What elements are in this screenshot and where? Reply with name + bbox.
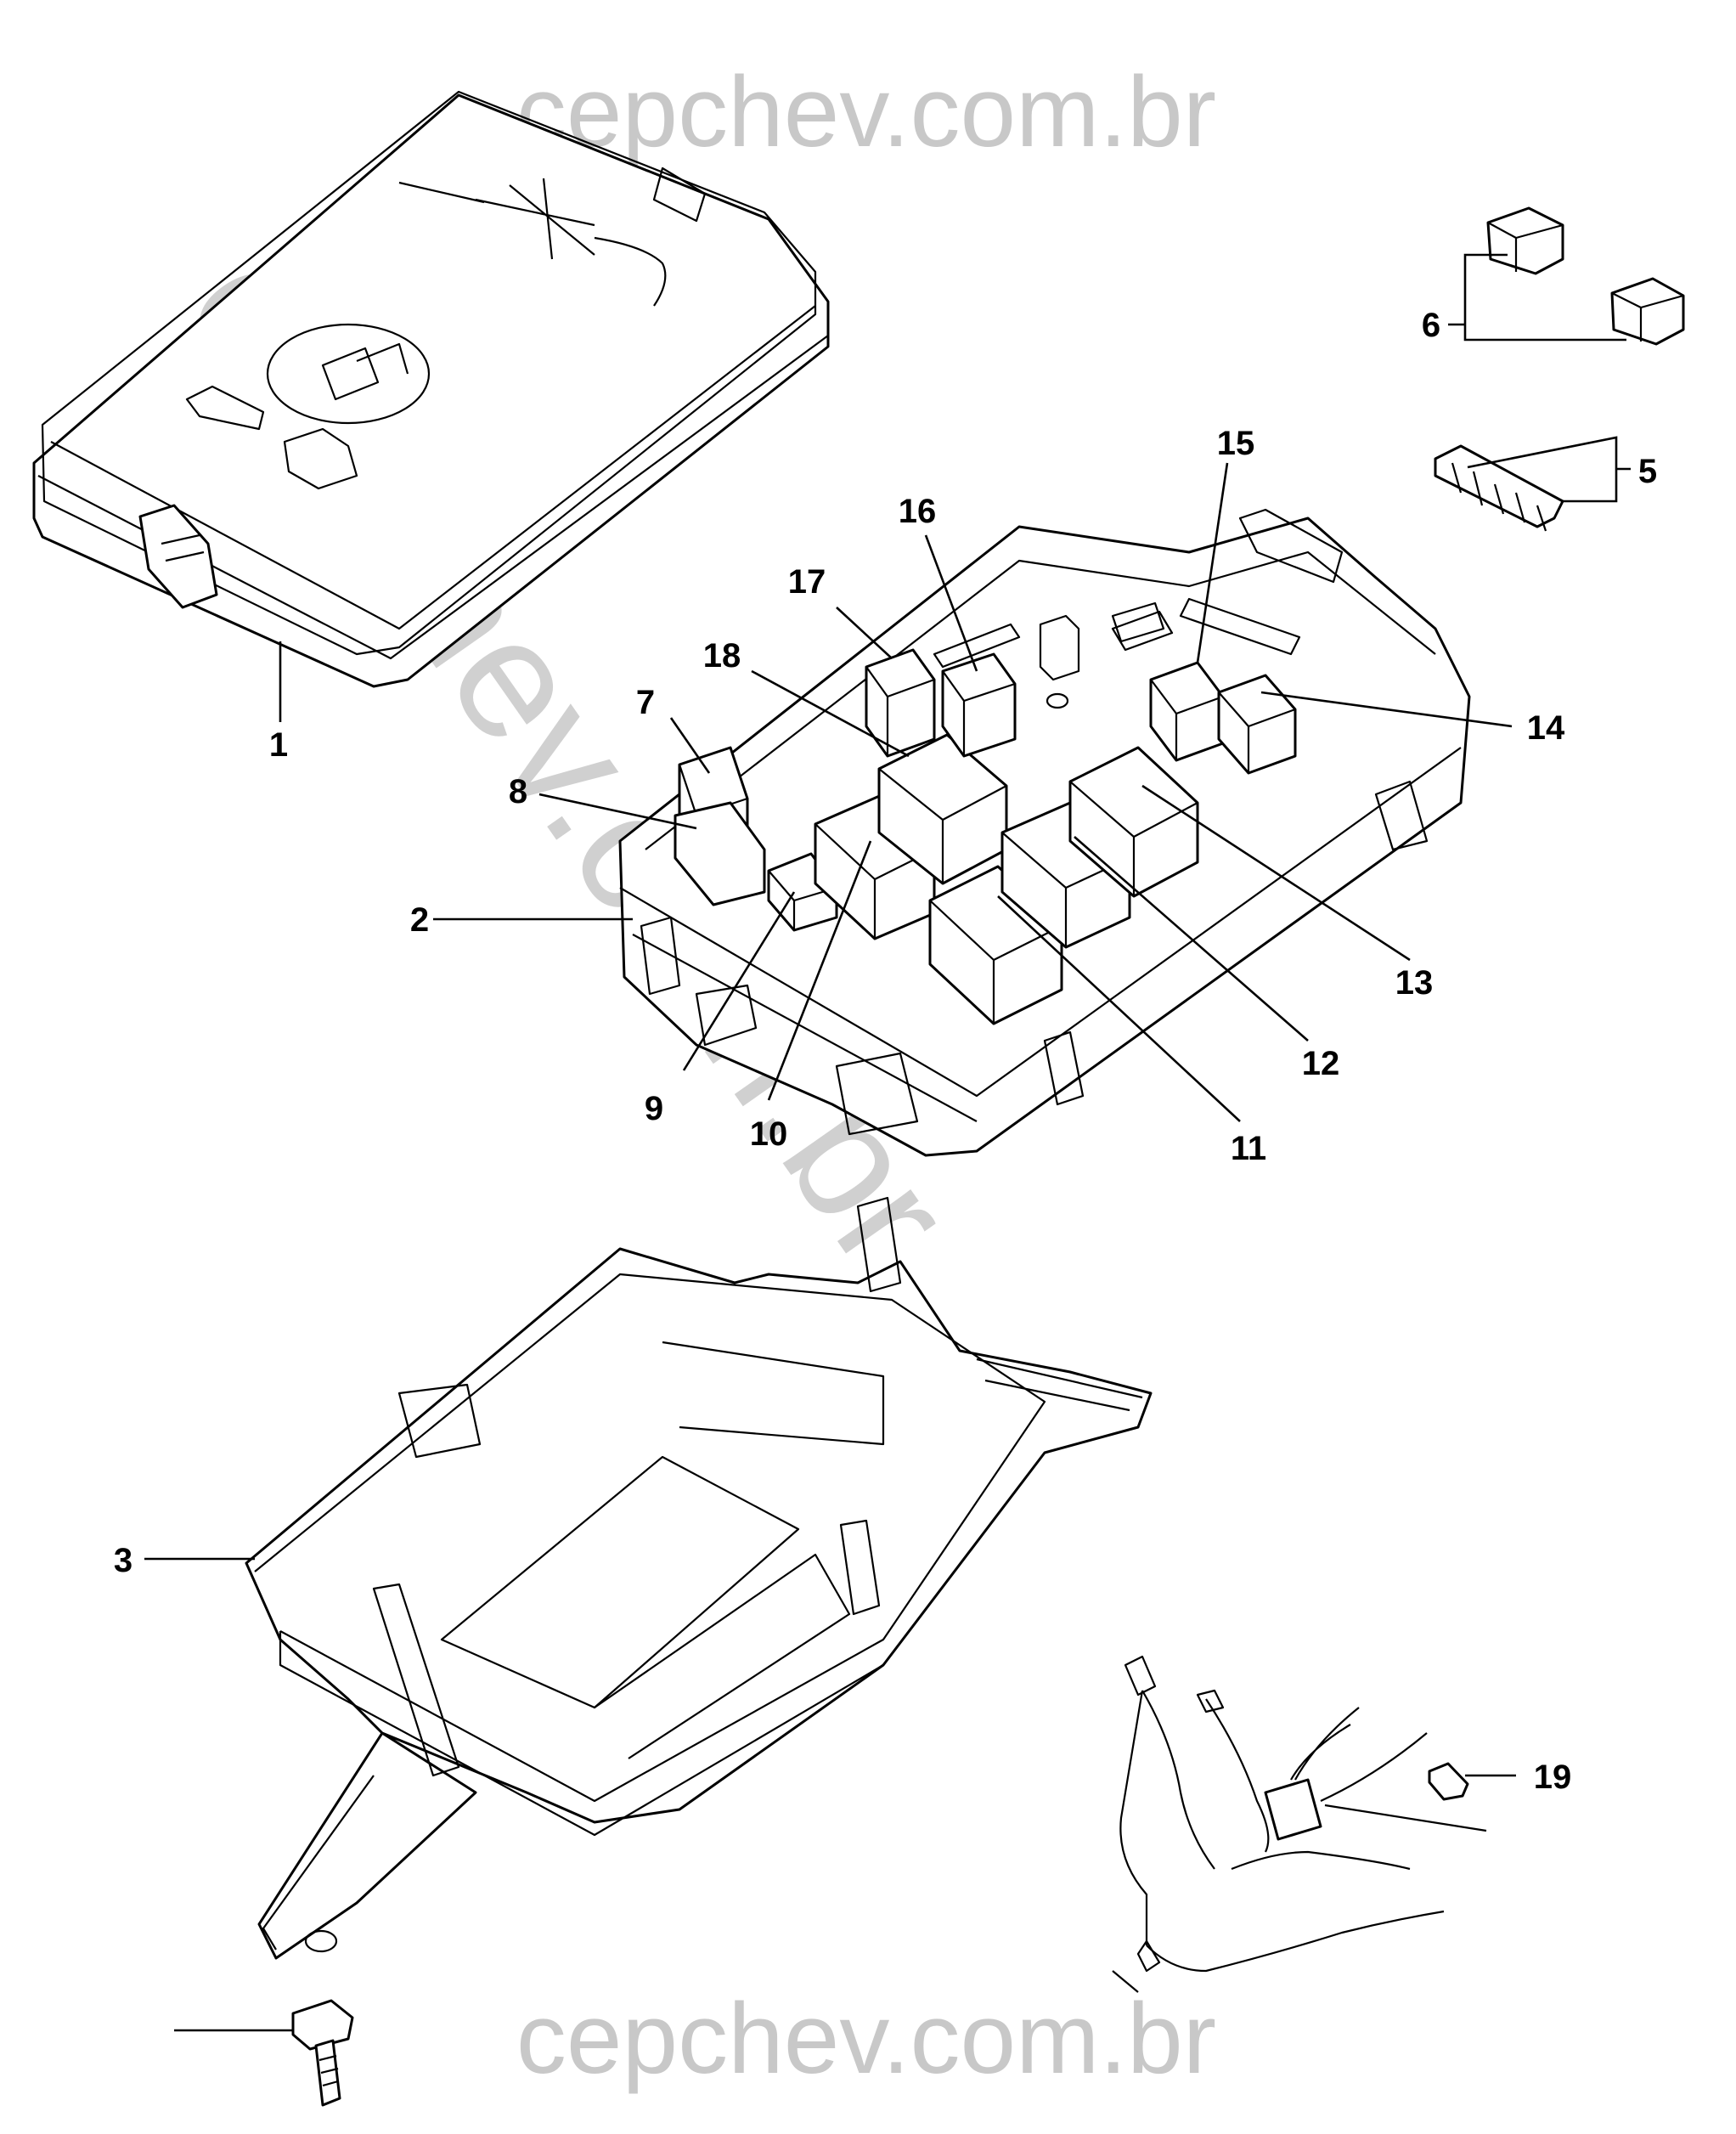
callout-18: 18: [703, 637, 741, 675]
callout-1: 1: [269, 726, 288, 764]
callout-11: 11: [1231, 1130, 1266, 1167]
callout-10: 10: [750, 1115, 788, 1153]
part-3-lower-housing: [245, 1196, 1153, 1960]
leader-lines: [144, 253, 1631, 1777]
part-19-wiring-harness: [1112, 1655, 1487, 1993]
callout-12: 12: [1302, 1045, 1340, 1082]
callout-5: 5: [1638, 453, 1657, 490]
callout-17: 17: [788, 563, 826, 601]
part-5-mini-fuses: [1434, 444, 1564, 532]
callout-16: 16: [899, 493, 937, 530]
bolt: [174, 1999, 354, 2107]
watermark-bottom: cepchev.com.br: [516, 1983, 1216, 2095]
callout-14: 14: [1527, 709, 1565, 747]
callout-6: 6: [1422, 307, 1440, 344]
callout-labels: 1 2 3 5 6 7 8 9 10 11 12 13 14 15 16 17 …: [114, 307, 1657, 1796]
callout-7: 7: [636, 684, 655, 721]
part-2-fuse-relay-box: [618, 508, 1471, 1157]
callout-19: 19: [1534, 1759, 1572, 1796]
callout-2: 2: [410, 901, 429, 939]
watermark-top: cepchev.com.br: [516, 56, 1216, 168]
callout-15: 15: [1217, 425, 1255, 462]
callout-3: 3: [114, 1542, 132, 1579]
callout-13: 13: [1395, 964, 1434, 1002]
part-1-cover: [32, 90, 830, 688]
callout-8: 8: [509, 773, 527, 810]
part-6-maxi-fuses: [1486, 206, 1685, 346]
callout-9: 9: [645, 1090, 663, 1127]
